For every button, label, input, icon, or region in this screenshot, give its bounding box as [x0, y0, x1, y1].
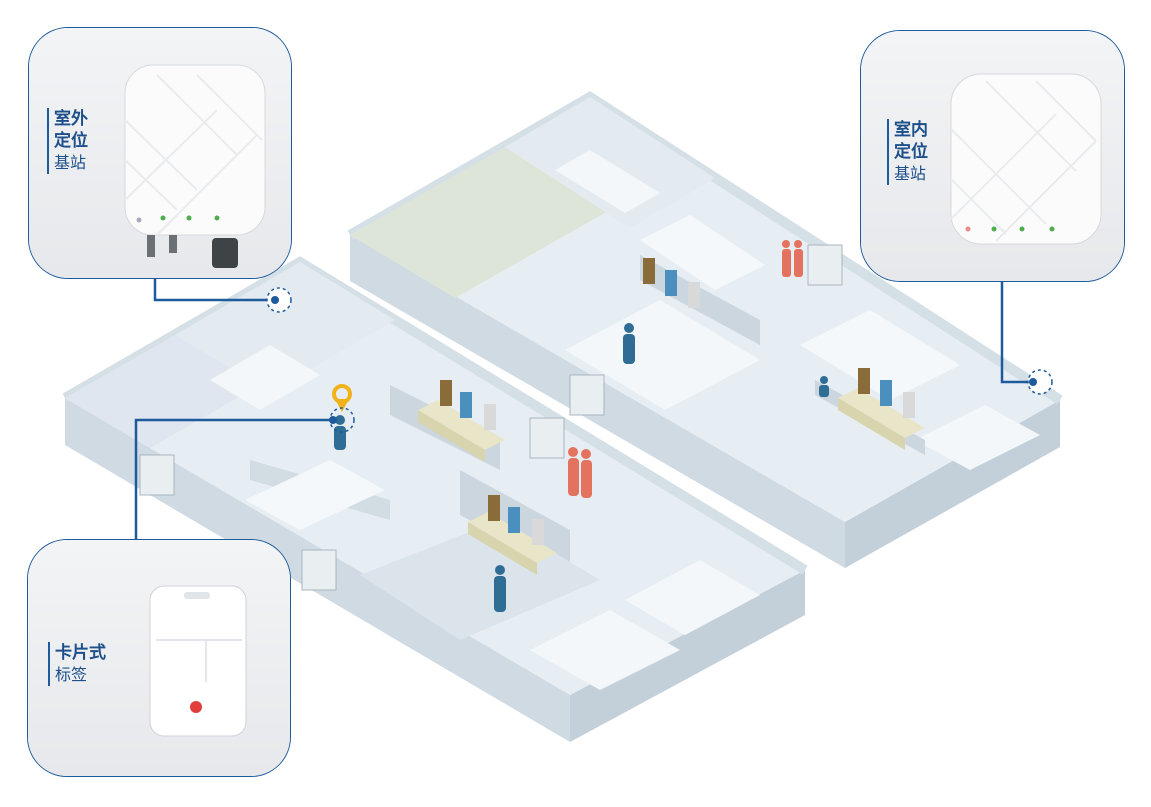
person-staff [494, 565, 506, 612]
indoor-station-connector [1000, 280, 1032, 384]
person-staff [819, 376, 829, 397]
tag-connector [134, 418, 333, 540]
person-visitor [568, 447, 592, 498]
left-building [62, 256, 808, 742]
outdoor-label-line3: 基站 [54, 153, 87, 172]
indoor-station-callout: 室内 定位 基站 [860, 30, 1125, 282]
outdoor-label-line2: 定位 [54, 131, 88, 151]
indoor-label-line1: 室内 [894, 120, 928, 140]
person-staff [623, 323, 635, 364]
person-visitor [782, 240, 803, 277]
outdoor-label-line1: 室外 [54, 109, 88, 129]
indoor-station-device-icon [950, 73, 1102, 245]
indoor-label-line3: 基站 [894, 164, 927, 183]
indoor-station-marker [1027, 369, 1053, 395]
outdoor-station-callout: 室外 定位 基站 [28, 27, 292, 279]
indoor-label-line2: 定位 [894, 142, 928, 162]
outdoor-station-device-icon [124, 64, 266, 268]
card-tag-callout: 卡片式 标签 [27, 539, 291, 777]
right-building [347, 91, 1063, 568]
card-tag-device-icon [149, 585, 247, 737]
tag-label-line2: 标签 [55, 665, 88, 684]
outdoor-station-connector [153, 275, 275, 302]
person-staff-tracked [334, 415, 346, 450]
location-pin-icon [332, 384, 352, 412]
tag-label-line1: 卡片式 [55, 643, 106, 663]
